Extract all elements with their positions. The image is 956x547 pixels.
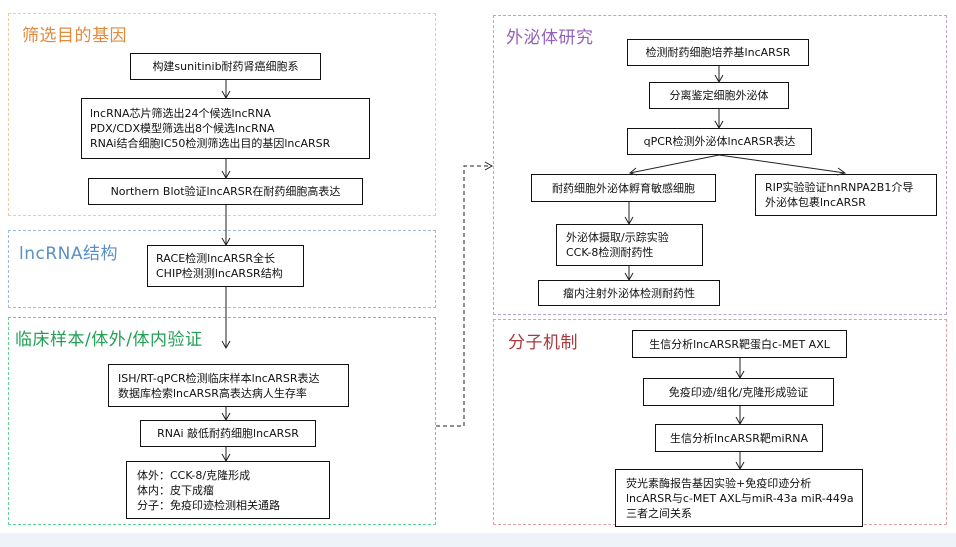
box-text: Northern Blot验证lncARSR在耐药细胞高表达 <box>110 185 341 198</box>
dashed-connector-arrowhead <box>484 161 494 171</box>
box-clinical-expression: ISH/RT-qPCR检测临床样本lncARSR表达 数据库检索lncARSR高… <box>108 364 349 407</box>
box-rip-hnrnpa2b1: RIP实验验证hnRNPA2B1介导 外泌体包裹lncARSR <box>755 174 937 216</box>
box-text: lncARSR与c-MET AXL与miR-43a miR-449a <box>626 491 854 505</box>
box-text: 构建sunitinib耐药肾癌细胞系 <box>152 60 299 73</box>
box-text: 免疫印迹/组化/克隆形成验证 <box>668 385 809 399</box>
box-northern-blot: Northern Blot验证lncARSR在耐药细胞高表达 <box>88 178 363 205</box>
box-text: ISH/RT-qPCR检测临床样本lncARSR表达 <box>118 371 320 385</box>
box-text: CCK-8检测耐药性 <box>566 246 654 259</box>
box-text: RNAi 敲低耐药细胞lncARSR <box>157 427 299 440</box>
box-bioinfo-mirna: 生信分析lncARSR靶miRNA <box>655 424 823 452</box>
section-title-mechanism: 分子机制 <box>508 333 578 353</box>
box-text: 荧光素酶报告基因实验+免疫印迹分析 <box>626 476 812 490</box>
box-text: RACE检测lncARSR全长 <box>156 252 276 265</box>
box-qpcr-exosome: qPCR检测外泌体lncARSR表达 <box>627 128 812 155</box>
box-text: 耐药细胞外泌体孵育敏感细胞 <box>552 181 695 195</box>
box-text: CHIP检测测lncARSR结构 <box>156 267 283 280</box>
box-text: 分离鉴定细胞外泌体 <box>669 89 769 102</box>
box-detect-medium-lncarsr: 检测耐药细胞培养基lncARSR <box>627 39 809 66</box>
box-candidate-screening: lncRNA芯片筛选出24个候选lncRNA PDX/CDX模型筛选出8个候选l… <box>81 98 370 159</box>
box-luciferase-relationship: 荧光素酶报告基因实验+免疫印迹分析 lncARSR与c-MET AXL与miR-… <box>615 469 863 527</box>
box-isolate-exosomes: 分离鉴定细胞外泌体 <box>649 82 789 109</box>
section-screen-target-gene: 筛选目的基因 <box>8 13 436 216</box>
box-text: 生信分析lncARSR靶miRNA <box>669 431 809 445</box>
section-title-validation: 临床样本/体外/体内验证 <box>15 330 203 350</box>
box-race-chip: RACE检测lncARSR全长 CHIP检测测lncARSR结构 <box>147 245 304 287</box>
box-uptake-tracing: 外泌体摄取/示踪实验 CCK-8检测耐药性 <box>556 224 703 266</box>
section-exosome: 外泌体研究 <box>493 15 947 315</box>
box-text: 生信分析lncARSR靶蛋白c-MET AXL <box>649 337 830 351</box>
section-title-exosome: 外泌体研究 <box>506 28 594 48</box>
box-text: 数据库检索lncARSR高表达病人生存率 <box>118 386 307 400</box>
box-text: lncRNA芯片筛选出24个候选lncRNA <box>90 107 271 120</box>
section-title-structure: lncRNA结构 <box>19 244 119 264</box>
box-text: 体外：CCK-8/克隆形成 <box>137 468 251 482</box>
section-title-screen: 筛选目的基因 <box>22 26 127 46</box>
box-western-ihc-clone: 免疫印迹/组化/克隆形成验证 <box>643 378 834 406</box>
box-text: 外泌体摄取/示踪实验 <box>566 231 669 244</box>
box-rnai-knockdown: RNAi 敲低耐药细胞lncARSR <box>140 420 316 447</box>
box-text: RIP实验验证hnRNPA2B1介导 <box>765 181 914 194</box>
box-text: 三者之间关系 <box>626 506 692 520</box>
section-lncrna-structure: lncRNA结构 <box>8 230 436 308</box>
dashed-connector-validation-to-exosome <box>436 165 492 427</box>
box-text: PDX/CDX模型筛选出8个候选lncRNA <box>90 122 275 135</box>
box-text: 瘤内注射外泌体检测耐药性 <box>563 286 695 300</box>
box-text: 分子：免疫印迹检测相关通路 <box>137 498 280 512</box>
box-text: 外泌体包裹lncARSR <box>765 196 866 209</box>
box-text: RNAi结合细胞IC50检测筛选出目的基因lncARSR <box>90 137 331 150</box>
box-text: 体内：皮下成瘤 <box>137 483 214 497</box>
box-incubate-sensitive-cells: 耐药细胞外泌体孵育敏感细胞 <box>531 174 716 202</box>
box-invitro-invivo-molecular: 体外：CCK-8/克隆形成 体内：皮下成瘤 分子：免疫印迹检测相关通路 <box>126 461 330 519</box>
box-text: qPCR检测外泌体lncARSR表达 <box>643 135 796 148</box>
footer-band <box>0 533 956 547</box>
box-text: 检测耐药细胞培养基lncARSR <box>645 46 791 59</box>
box-build-resistant-cell-line: 构建sunitinib耐药肾癌细胞系 <box>130 53 321 80</box>
section-validation: 临床样本/体外/体内验证 <box>8 317 436 525</box>
box-intratumoral-injection: 瘤内注射外泌体检测耐药性 <box>538 280 720 306</box>
box-bioinfo-target-protein: 生信分析lncARSR靶蛋白c-MET AXL <box>632 330 847 358</box>
